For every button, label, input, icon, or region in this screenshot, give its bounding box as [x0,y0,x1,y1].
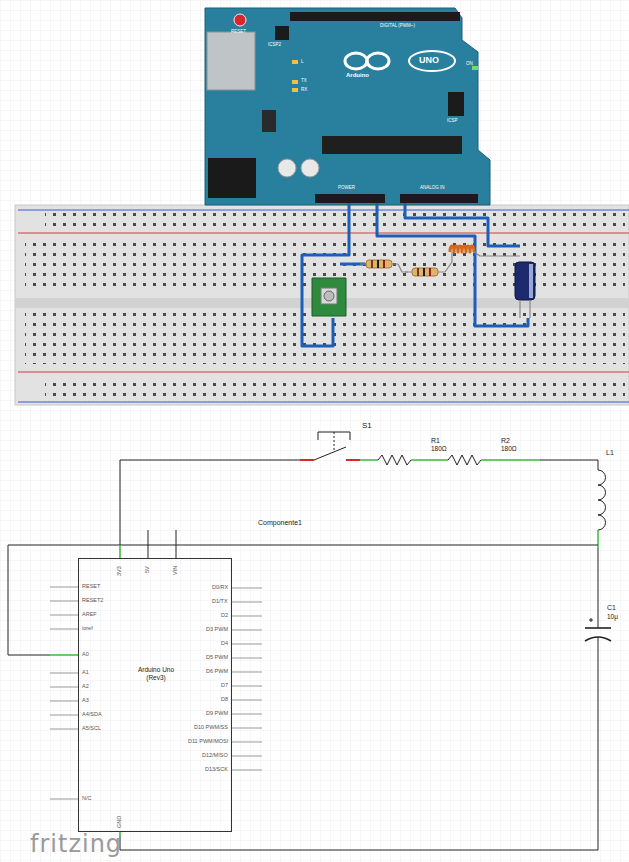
board-text: POWER [338,186,355,191]
breadboard [15,205,629,405]
board-text: ICSP2 [268,43,281,48]
pin-label: D10 PWM/SS [194,725,228,731]
board-text: DIGITAL (PWM~) [380,24,415,29]
pin-label: D3 PWM [206,627,228,633]
breadboard-wiring [302,203,535,346]
pin-label: D8 [221,697,228,703]
pin-stubs [50,587,262,799]
net-label: Componente1 [258,519,302,526]
pin-label: VIN [173,566,179,575]
board-text: RESET [231,30,246,35]
pin-label: A2 [82,684,89,690]
pin-label: A1 [82,670,89,676]
schematic-wiring [8,432,611,850]
part-name: L1 [606,449,614,456]
part-value: 180Ω [501,446,517,453]
part-value: 10µ [607,614,618,621]
pin-label: 5V [145,566,151,573]
part-name: S1 [362,422,372,430]
part-name: R1 [431,437,440,444]
pin-label: A0 [82,652,89,658]
pin-label: D9 PWM [206,711,228,717]
pin-label: D13/SCK [205,767,228,773]
pin-label: D6 PWM [206,669,228,675]
part-value: 180Ω [431,446,447,453]
board-text: ICSP [447,119,458,124]
pin-label: GND [117,816,123,828]
watermark: fritzing [30,832,122,856]
pin-label: D5 PWM [206,655,228,661]
part-name: R2 [501,437,510,444]
pin-label: RESET2 [82,598,103,604]
board-logo-text: Arduino [346,72,369,78]
pin-label: D7 [221,683,228,689]
pin-label: D1/TX [212,599,228,605]
pin-label: D2 [221,613,228,619]
pin-label: D4 [221,641,228,647]
arduino-board [205,8,490,205]
part-name: C1 [607,604,616,611]
pin-label: N/C [82,796,91,802]
pin-label: AREF [82,612,97,618]
pin-label: D12/MISO [202,753,228,759]
pin-label: A4/SDA [82,712,102,718]
board-text: RX [301,88,307,93]
pin-label: RESET [82,584,100,590]
pin-label: 3V3 [117,566,123,576]
pin-label: ioref [82,626,93,632]
board-text: ON [466,62,473,67]
board-logo-text: UNO [419,56,439,65]
board-text: TX [301,79,307,84]
part-title: Arduino Uno (Rev3) [130,666,182,682]
pin-label: D11 PWM/MOSI [188,739,228,745]
board-text: L [301,60,304,65]
board-text: ANALOG IN [420,186,445,191]
pin-label: A5/SCL [82,726,101,732]
pin-label: D0/RX [212,585,228,591]
pin-label: A3 [82,698,89,704]
